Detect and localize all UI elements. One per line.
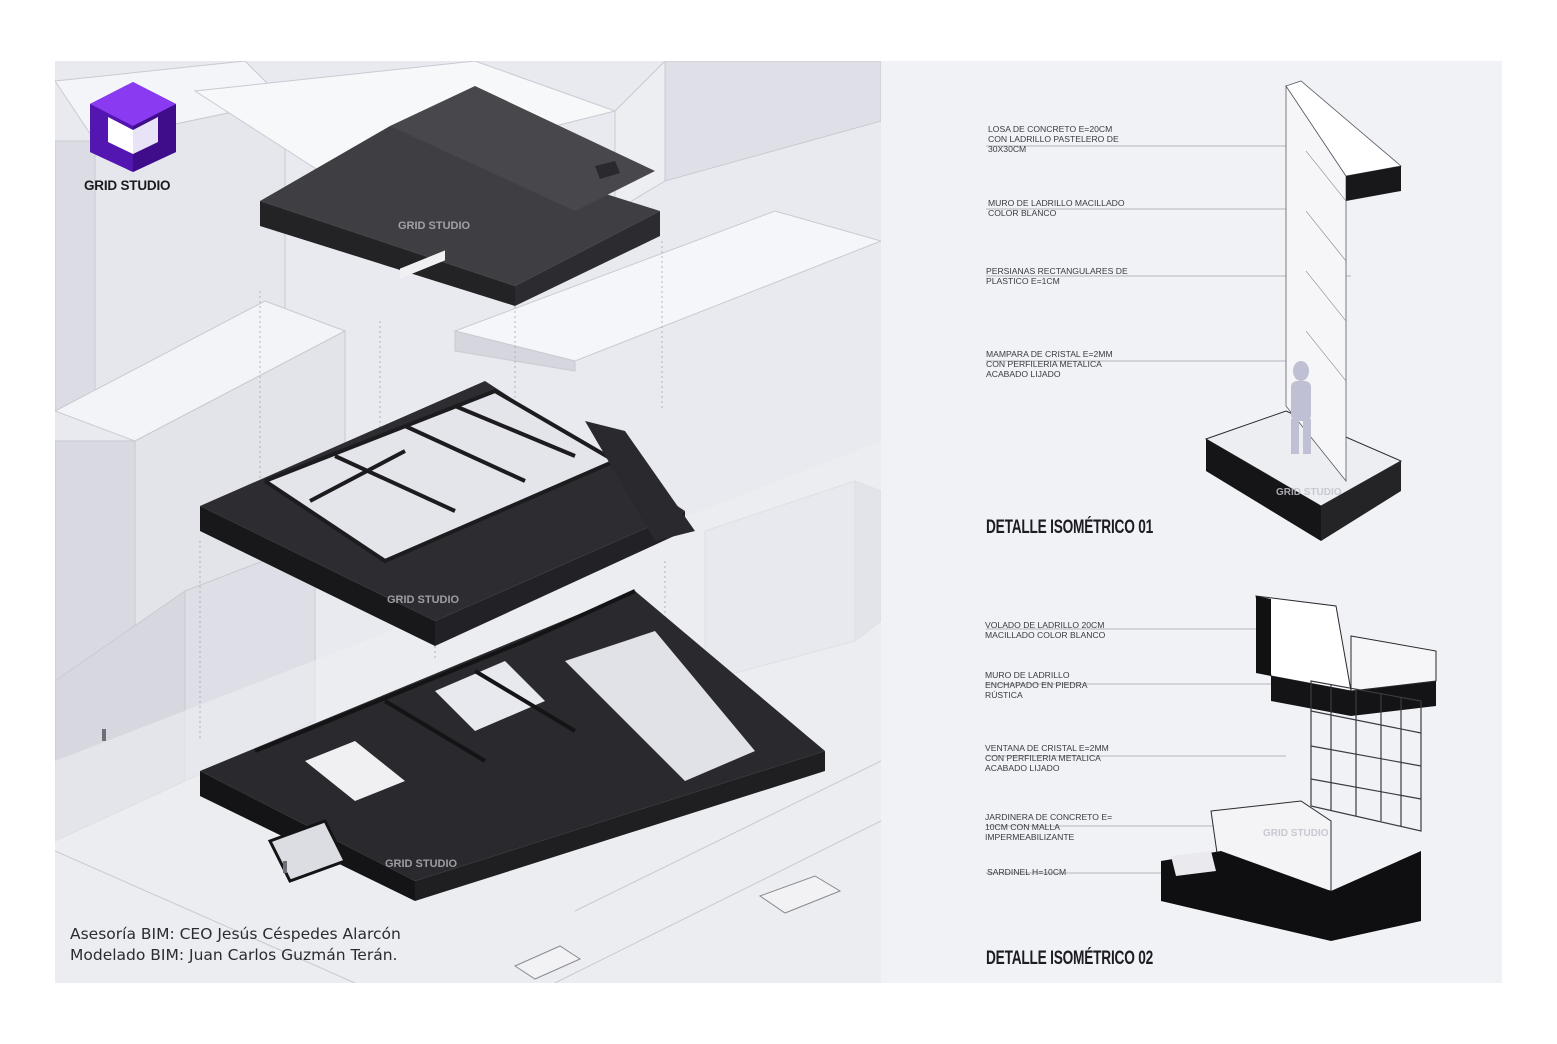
label-line: SARDINEL h=10cm	[987, 867, 1067, 877]
watermark-upper: GRID STUDIO	[387, 594, 460, 606]
detail-02-title: DETALLE ISOMÉTRICO 02	[986, 948, 1153, 969]
brand-name: GRID STUDIO	[84, 178, 171, 193]
construction-details-panel: GRID STUDIO GRID STUDIO	[881, 61, 1502, 983]
label-line: CON PERFILERIA METALICA	[986, 359, 1102, 369]
label-line: VENTANA DE CRISTAL e=2mm	[985, 743, 1109, 753]
label-line: MAMPARA DE CRISTAL e=2mm	[986, 349, 1113, 359]
label-line: JARDINERA DE CONCRETO e=	[985, 812, 1113, 822]
label-line: COLOR BLANCO	[988, 208, 1057, 218]
label-line: ENCHAPADO EN PIEDRA	[985, 680, 1088, 690]
credits: Asesoría BIM: CEO Jesús Céspedes Alarcón…	[70, 924, 401, 966]
label-line: CON LADRILLO PASTELERO DE	[988, 134, 1119, 144]
watermark-detail-01: GRID STUDIO	[1276, 487, 1342, 498]
detail-01-label-slab: LOSA DE CONCRETO e=20cm CON LADRILLO PAS…	[988, 124, 1119, 154]
detail-02-drawing	[1161, 595, 1437, 941]
label-line: 10cm CON MALLA	[985, 822, 1060, 832]
detail-02-label-window: VENTANA DE CRISTAL e=2mm CON PERFILERIA …	[985, 743, 1109, 773]
label-line: PERSIANAS RECTANGULARES DE	[986, 266, 1128, 276]
upper-floor-plan	[200, 381, 695, 646]
detail-02-label-planter: JARDINERA DE CONCRETO e= 10cm CON MALLA …	[985, 812, 1112, 842]
roof-slab	[260, 86, 660, 306]
detail-01-label-wall: MURO DE LADRILLO MACILLADO COLOR BLANCO	[988, 198, 1125, 218]
watermark-roof: GRID STUDIO	[398, 220, 471, 232]
detail-drawings: GRID STUDIO GRID STUDIO	[986, 80, 1437, 941]
label-line: ACABADO LIJADO	[985, 763, 1060, 773]
exploded-axonometric-drawing: GRID STUDIO GRID STUDIO GRID STUDIO	[55, 61, 881, 983]
credit-modeling: Modelado BIM: Juan Carlos Guzmán Terán.	[70, 946, 398, 964]
cube-logo-icon	[90, 82, 176, 172]
exploded-axonometric-view: GRID STUDIO GRID STUDIO GRID STUDIO	[55, 61, 881, 983]
watermark-ground: GRID STUDIO	[385, 858, 458, 870]
watermark-detail-02: GRID STUDIO	[1263, 828, 1329, 839]
person-icon	[102, 729, 287, 873]
detail-01-label-glass-door: MAMPARA DE CRISTAL e=2mm CON PERFILERIA …	[986, 349, 1113, 379]
label-line: MURO DE LADRILLO MACILLADO	[988, 198, 1125, 208]
label-line: PLASTICO e=1cm	[986, 276, 1060, 286]
label-line: ACABADO LIJADO	[986, 369, 1061, 379]
detail-02-label-stone-wall: MURO DE LADRILLO ENCHAPADO EN PIEDRA RÚS…	[985, 670, 1088, 700]
detail-02-label-curb: SARDINEL h=10cm	[987, 867, 1066, 877]
detail-01-label-blinds: PERSIANAS RECTANGULARES DE PLASTICO e=1c…	[986, 266, 1128, 286]
label-line: 30x30cm	[988, 144, 1027, 154]
human-figure-icon	[1291, 361, 1311, 454]
label-line: LOSA DE CONCRETO e=20cm	[988, 124, 1113, 134]
detail-01-title: DETALLE ISOMÉTRICO 01	[986, 517, 1153, 538]
ground-floor-plan	[200, 589, 825, 901]
label-line: RÚSTICA	[985, 690, 1023, 700]
label-line: IMPERMEABILIZANTE	[985, 832, 1075, 842]
car-icon	[513, 875, 842, 980]
label-line: VOLADO DE LADRILLO 20cm	[985, 620, 1105, 630]
label-line: MACILLADO COLOR BLANCO	[985, 630, 1106, 640]
label-line: MURO DE LADRILLO	[985, 670, 1070, 680]
grid-studio-logo	[88, 82, 178, 172]
detail-02-label-overhang: VOLADO DE LADRILLO 20cm MACILLADO COLOR …	[985, 620, 1105, 640]
detail-01-drawing	[1204, 80, 1403, 541]
credit-advisory: Asesoría BIM: CEO Jesús Céspedes Alarcón	[70, 925, 401, 943]
label-line: CON PERFILERIA METALICA	[985, 753, 1101, 763]
